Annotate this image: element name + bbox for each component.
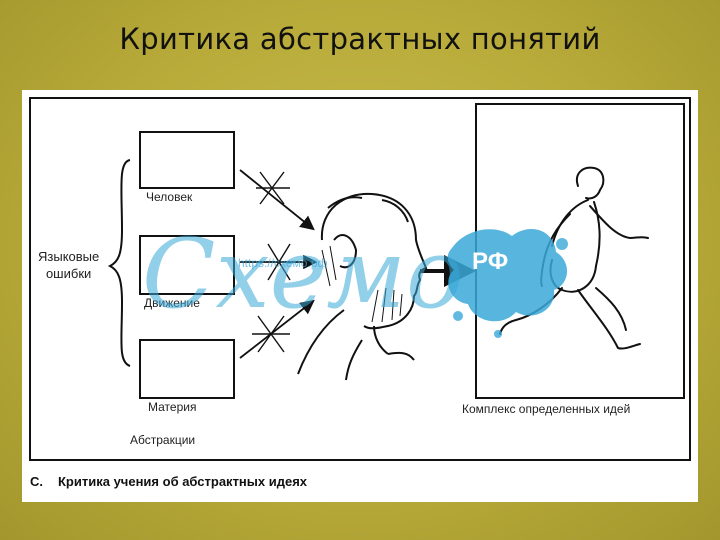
watermark-badge: РФ	[472, 248, 509, 275]
label-matter: Материя	[148, 400, 197, 414]
arrow-man	[239, 169, 315, 231]
figure-caption: Критика учения об абстрактных идеях	[58, 474, 308, 489]
label-man: Человек	[146, 190, 193, 204]
slide-title: Критика абстрактных понятий	[119, 22, 601, 56]
outer-frame	[29, 97, 691, 461]
label-complex-ideas: Комплекс определенных идей	[462, 402, 631, 416]
runner-sketch	[499, 166, 649, 350]
box-motion	[139, 235, 235, 295]
cross-mark-3	[252, 315, 290, 353]
cross-mark-2	[267, 243, 291, 281]
label-language-errors: Языковые ошибки	[38, 249, 100, 281]
watermark-url: https://схемо.рф	[238, 256, 328, 270]
box-man	[139, 131, 235, 189]
label-motion: Движение	[144, 296, 200, 310]
diagram-panel: Человек Движение Материя Языковые ошибки…	[22, 90, 698, 502]
brace	[107, 159, 131, 367]
label-abstractions: Абстракции	[130, 433, 196, 447]
cross-mark-1	[256, 171, 290, 205]
arrow-matter	[239, 299, 315, 359]
box-matter	[139, 339, 235, 399]
caption-letter: C.	[30, 474, 43, 489]
watermark-script: Схемо	[142, 218, 464, 330]
diagram-drawing	[29, 97, 691, 461]
beard-hatching	[321, 245, 403, 323]
